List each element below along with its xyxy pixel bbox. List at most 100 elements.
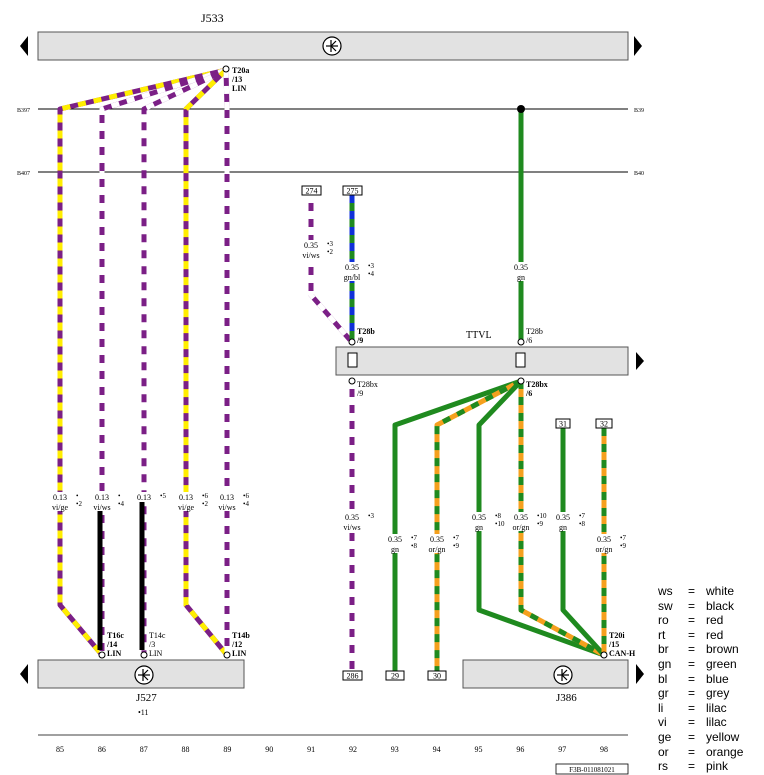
wire-note: •3 xyxy=(368,512,374,520)
wire-94 xyxy=(434,378,523,671)
legend-eq: = xyxy=(688,671,696,686)
wire-size-label: 0.35 xyxy=(514,263,528,272)
connector-t20a-label: T20a /13 LIN xyxy=(231,66,251,93)
box-286-label: 286 xyxy=(347,672,359,681)
wire-label-backing xyxy=(215,492,239,511)
column-number: 96 xyxy=(516,745,524,754)
legend-name: black xyxy=(706,598,735,613)
legend-name: red xyxy=(706,613,724,628)
wire-size-label: 0.13 xyxy=(179,493,193,502)
j386-label: J386 xyxy=(556,692,577,704)
legend-abbr: li xyxy=(658,700,664,715)
connector-t28bx-label: T28bx /9 xyxy=(357,380,380,398)
wire-color-label: or/gn xyxy=(596,545,613,554)
legend-abbr: ro xyxy=(658,613,669,628)
j527-note: •11 xyxy=(138,708,149,717)
wire-87 xyxy=(141,67,228,655)
wire-note: •4 xyxy=(243,500,249,508)
column-number: 87 xyxy=(140,745,148,754)
wire-size-label: 0.35 xyxy=(430,535,444,544)
wire-86 xyxy=(99,67,227,655)
column-number: 88 xyxy=(182,745,190,754)
connector-terminals xyxy=(98,65,608,659)
wire-note: •4 xyxy=(118,500,124,508)
wire-label-backing xyxy=(551,512,575,531)
wire-label-backing xyxy=(299,240,323,259)
legend-eq: = xyxy=(688,715,696,730)
wire-91 xyxy=(308,195,352,342)
legend-eq: = xyxy=(688,730,696,744)
wire-note: •2 xyxy=(76,500,82,508)
wire-note: •4 xyxy=(368,270,374,278)
earth-symbol-icon xyxy=(553,665,573,685)
wire-size-label: 0.35 xyxy=(345,263,359,272)
j386-component xyxy=(462,659,644,689)
column-number: 98 xyxy=(600,745,608,754)
wire-size-label: 0.35 xyxy=(514,513,528,522)
wire-note: •10 xyxy=(495,520,505,528)
column-number: 86 xyxy=(98,745,106,754)
reference-boxes xyxy=(301,185,613,681)
wire-note: •9 xyxy=(537,520,543,528)
wire-note: •8 xyxy=(411,542,417,550)
rail-label: B397 xyxy=(17,108,30,114)
wire-97 xyxy=(560,428,606,657)
wire-size-label: 0.35 xyxy=(345,513,359,522)
box-30-label: 30 xyxy=(433,672,441,681)
wire-88 xyxy=(183,68,229,657)
legend-abbr: vi xyxy=(658,715,667,730)
wire-note: •9 xyxy=(620,542,626,550)
wire-label-backing xyxy=(174,492,198,511)
legend-abbr: or xyxy=(658,744,669,759)
wire-size-label: 0.13 xyxy=(220,493,234,502)
column-number: 90 xyxy=(265,745,273,754)
j527-label: J527 xyxy=(136,692,157,704)
wire-note: •7 xyxy=(579,512,585,520)
doc-id-box xyxy=(555,763,629,775)
wire-color-label: vi/ge xyxy=(52,503,68,512)
wire-label-backing xyxy=(340,512,364,531)
connector-t28bx-label: T28bx /6 xyxy=(525,380,550,398)
legend-name: grey xyxy=(706,686,730,701)
wire-size-label: 0.35 xyxy=(472,513,486,522)
wire-color-label: vi/ge xyxy=(178,503,194,512)
rail-label: B407 xyxy=(17,171,30,177)
ttvl-component xyxy=(335,346,644,376)
legend-abbr: ws xyxy=(658,584,673,598)
j533-component xyxy=(20,31,642,61)
box-31-label: 31 xyxy=(559,420,567,429)
wire-label-backing xyxy=(425,534,449,553)
wire-label-backing xyxy=(132,492,156,502)
wire-note: •7 xyxy=(453,534,459,542)
wire-note: • xyxy=(118,492,121,500)
wire-label-backing xyxy=(509,262,533,281)
legend-abbr: rs xyxy=(658,759,668,774)
earth-symbol-icon xyxy=(322,36,342,56)
wire-note: • xyxy=(76,492,79,500)
wire-size-label: 0.35 xyxy=(597,535,611,544)
column-number: 89 xyxy=(223,745,231,754)
legend-abbr: rt xyxy=(658,627,666,642)
wire-note: •7 xyxy=(620,534,626,542)
legend-eq: = xyxy=(688,744,696,759)
wire-note: •2 xyxy=(202,500,208,508)
j527-component xyxy=(20,659,245,689)
legend-name: blue xyxy=(706,671,729,686)
box-32-label: 32 xyxy=(600,420,608,429)
wire-note: •3 xyxy=(368,262,374,270)
wire-note: •3 xyxy=(327,240,333,248)
earth-symbol-icon xyxy=(134,665,154,685)
wire-size-label: 0.35 xyxy=(556,513,570,522)
wire-note: •6 xyxy=(202,492,208,500)
wire-label-backing xyxy=(509,512,533,531)
wire-color-label: gn xyxy=(475,523,483,532)
wire-89 xyxy=(223,69,230,655)
legend-abbr: bl xyxy=(658,671,668,686)
doc-id: F3B-011081021 xyxy=(569,766,615,774)
connector-t28b-label: T28b /9 xyxy=(356,327,377,345)
column-number: 93 xyxy=(391,745,399,754)
legend-abbr: gr xyxy=(658,686,669,701)
column-number: 92 xyxy=(349,745,357,754)
